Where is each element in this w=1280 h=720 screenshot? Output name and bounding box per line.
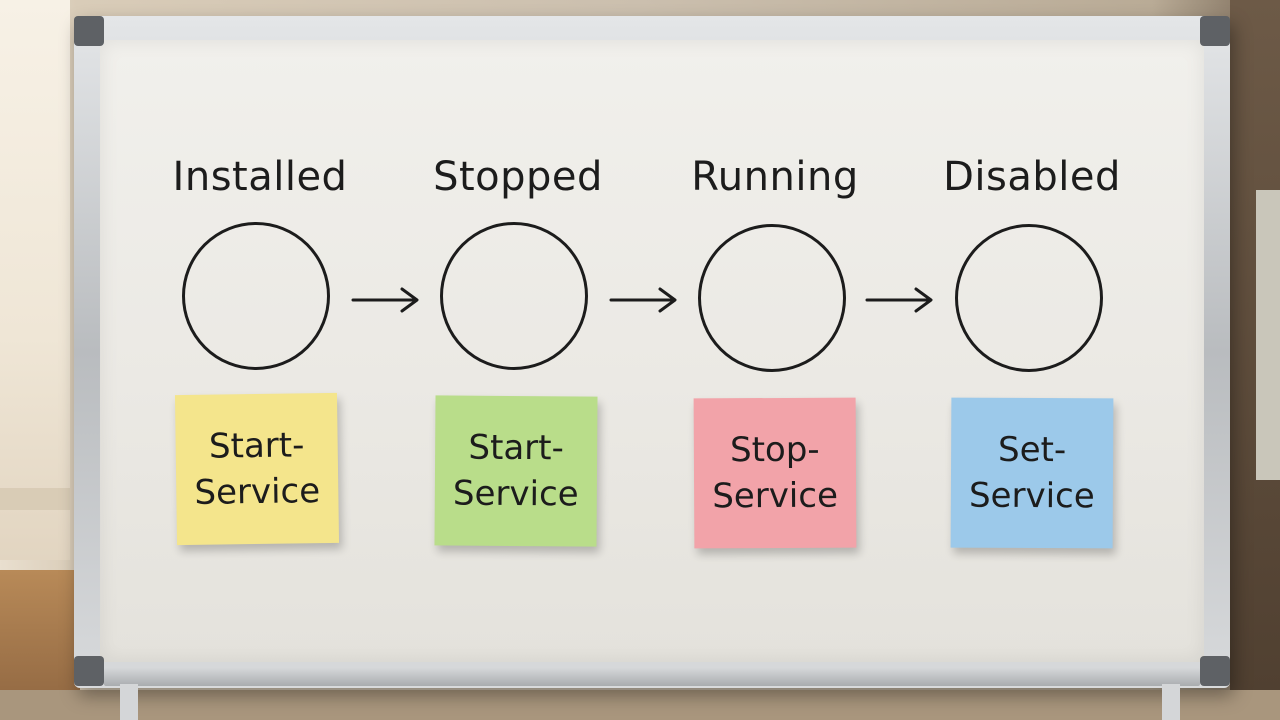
sticky-note-start-service: Start- Service bbox=[174, 392, 340, 546]
right-arrow-icon bbox=[865, 287, 933, 313]
state-circle-stopped bbox=[440, 222, 588, 370]
sticky-note-set-service: Set- Service bbox=[950, 397, 1114, 549]
window-sill bbox=[0, 488, 70, 510]
note-line: Service bbox=[452, 473, 579, 515]
stand-leg bbox=[1162, 684, 1180, 720]
state-circle-running bbox=[698, 224, 846, 372]
state-label-stopped: Stopped bbox=[433, 154, 603, 200]
frame-corner bbox=[74, 16, 104, 46]
state-circle-installed bbox=[182, 222, 330, 370]
note-line: Stop- bbox=[729, 429, 820, 471]
frame-corner bbox=[1200, 16, 1230, 46]
right-arrow-icon bbox=[609, 287, 677, 313]
right-arrow-icon bbox=[351, 287, 419, 313]
state-label-installed: Installed bbox=[172, 154, 348, 200]
note-line: Start- bbox=[208, 425, 305, 467]
state-label-disabled: Disabled bbox=[943, 154, 1121, 200]
note-line: Service bbox=[968, 475, 1095, 517]
note-line: Service bbox=[712, 475, 839, 517]
state-circle-disabled bbox=[955, 224, 1103, 372]
note-line: Start- bbox=[468, 427, 564, 469]
frame-corner bbox=[74, 656, 104, 686]
floor bbox=[0, 690, 1280, 720]
note-line: Service bbox=[194, 471, 321, 513]
right-window bbox=[1256, 190, 1280, 480]
sticky-note-start-service: Start- Service bbox=[434, 395, 598, 547]
window-light bbox=[0, 0, 70, 560]
state-label-running: Running bbox=[691, 154, 859, 200]
frame-corner bbox=[1200, 656, 1230, 686]
sticky-note-stop-service: Stop- Service bbox=[693, 397, 857, 549]
marker-tray bbox=[104, 668, 1200, 686]
stand-leg bbox=[120, 684, 138, 720]
note-line: Set- bbox=[997, 429, 1067, 471]
